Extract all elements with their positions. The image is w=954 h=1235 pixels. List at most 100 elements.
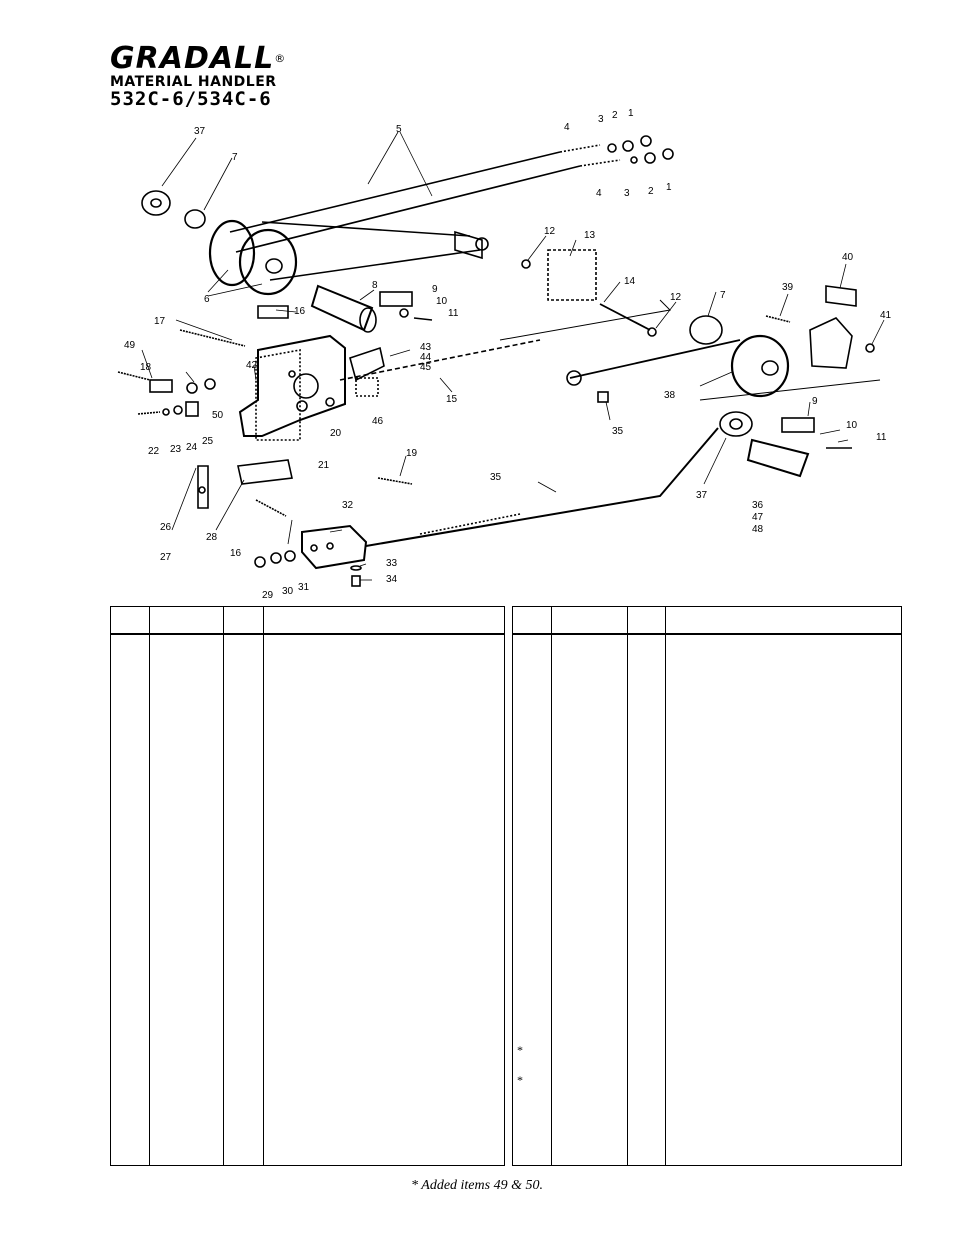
added-item-mark: * [517, 1073, 523, 1087]
washer-37-right [719, 411, 753, 437]
nut-21 [296, 400, 308, 412]
spacer-7 [184, 209, 206, 229]
callout-37b: 37 [696, 490, 708, 501]
plate-26 [197, 465, 209, 509]
link-bar [454, 230, 483, 260]
callout-46: 46 [372, 416, 384, 427]
callout-34: 34 [386, 574, 398, 585]
pin-16 [257, 305, 289, 319]
block-32 [301, 524, 368, 570]
nut-29 [254, 556, 266, 568]
callout-9b: 9 [812, 396, 818, 407]
callout-38: 38 [664, 390, 676, 401]
sheave-hub [265, 258, 283, 274]
callout-33: 33 [386, 558, 398, 569]
block-25 [185, 401, 199, 417]
bolt-17 [179, 329, 246, 347]
spacer-7-right [689, 315, 723, 345]
callout-2b: 2 [648, 186, 654, 197]
column-divider [627, 607, 628, 1165]
callout-28: 28 [206, 532, 218, 543]
nut-20 [325, 397, 335, 407]
callout-20: 20 [330, 428, 342, 439]
washer-hole [150, 198, 162, 208]
callout-16: 16 [294, 306, 306, 317]
pin-8 [310, 284, 374, 332]
cable-lower-run [261, 221, 471, 237]
plate-outline [499, 299, 672, 341]
pin-end [359, 307, 377, 333]
callout-21: 21 [318, 460, 330, 471]
callout-15: 15 [446, 394, 458, 405]
bolt-49 [117, 371, 151, 381]
bolt-19 [377, 477, 413, 485]
callout-18: 18 [140, 362, 152, 373]
plate-9-right [781, 417, 815, 433]
washer [630, 156, 638, 164]
parts-table-left [110, 606, 505, 1166]
callout-1b: 1 [666, 182, 672, 193]
callout-12b: 12 [670, 292, 682, 303]
callout-40: 40 [842, 252, 854, 263]
callout-27: 27 [160, 552, 172, 563]
callout-4b: 4 [596, 188, 602, 199]
bolt-11 [413, 317, 433, 321]
callout-49: 49 [124, 340, 136, 351]
sheave-outer [208, 219, 256, 287]
guide-line-15 [339, 339, 541, 381]
callout-17: 17 [154, 316, 166, 327]
callout-19: 19 [406, 448, 418, 459]
model-number: 532C-6/534C-6 [110, 88, 272, 110]
callout-48: 48 [752, 524, 764, 535]
cable-return [269, 249, 481, 281]
added-item-mark: * [517, 1043, 523, 1057]
lower-cable-35 [365, 427, 719, 547]
nut [644, 152, 656, 164]
callout-47: 47 [752, 512, 764, 523]
bolt-39 [765, 315, 791, 323]
nut [640, 135, 652, 147]
nut [622, 140, 634, 152]
callout-12: 12 [544, 226, 556, 237]
cable-thread [419, 513, 521, 535]
callout-10: 10 [436, 296, 448, 307]
callout-42: 42 [246, 360, 258, 371]
bolt-22 [137, 411, 161, 415]
callout-9: 9 [432, 284, 438, 295]
callout-25: 25 [202, 436, 214, 447]
callout-3b: 3 [624, 188, 630, 199]
footnote: * Added items 49 & 50. [411, 1178, 543, 1193]
callout-29: 29 [262, 590, 274, 600]
callout-24: 24 [186, 442, 198, 453]
table-header [111, 607, 504, 635]
washer-37-right-hole [729, 418, 743, 430]
nut-30 [270, 552, 282, 564]
pin-40 [825, 285, 857, 307]
callout-23: 23 [170, 444, 182, 455]
clevis-end [566, 370, 582, 386]
column-divider [551, 607, 552, 1165]
parts-table-right: * * [512, 606, 902, 1166]
block-hole [326, 542, 334, 550]
callout-11: 11 [448, 308, 459, 319]
callout-2: 2 [612, 110, 618, 121]
spring-46 [355, 377, 379, 397]
callout-4: 4 [564, 122, 570, 133]
washer-37 [141, 190, 171, 216]
callout-16b: 16 [230, 548, 242, 559]
bracket-bore [293, 373, 319, 399]
nut-41 [865, 343, 875, 353]
link-50 [149, 379, 173, 393]
nut-12 [521, 259, 531, 269]
sheave [238, 228, 298, 296]
callout-26: 26 [160, 522, 172, 533]
column-divider [665, 607, 666, 1165]
callout-7: 7 [232, 152, 238, 163]
callout-10b: 10 [846, 420, 858, 431]
threaded-end-b [579, 159, 621, 167]
pin-16-lower [255, 499, 287, 517]
callout-13: 13 [584, 230, 596, 241]
brand-subtitle: MATERIAL HANDLER [110, 74, 277, 90]
washer-33 [350, 565, 362, 571]
nut [662, 148, 674, 160]
